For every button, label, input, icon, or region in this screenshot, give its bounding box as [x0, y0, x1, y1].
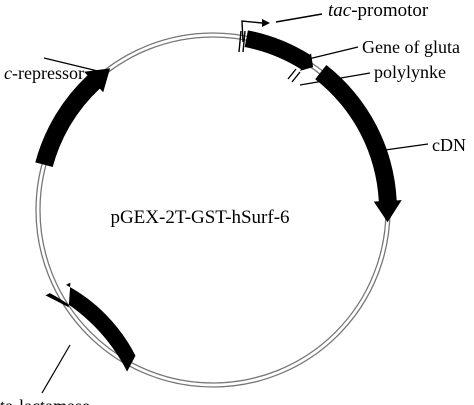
- lactamase-arc: [45, 282, 136, 372]
- cdna-label: cDN: [432, 135, 466, 155]
- plasmid-name: pGEX-2T-GST-hSurf-6: [110, 207, 289, 228]
- tac-italic: tac: [328, 0, 352, 21]
- repressor-label: c-repressor: [4, 63, 84, 83]
- tac-promoter-marker: [238, 13, 323, 53]
- repressor-rest: -repressor: [12, 63, 84, 83]
- tac-promoter-label: tac-promotor: [328, 0, 429, 21]
- callout-lines: [41, 46, 429, 394]
- gst-gene-arc: [244, 30, 314, 71]
- gst-gene-label: Gene of gluta: [362, 37, 460, 57]
- lactamase-label: ta-lactamase: [0, 396, 90, 405]
- repressor-italic: c: [4, 63, 12, 83]
- polylinker-label: polylynke: [374, 62, 446, 82]
- cdna-arc: [315, 65, 402, 223]
- tac-rest: -promotor: [351, 0, 429, 21]
- polylinker-marker: [287, 68, 301, 83]
- repressor-arc: [35, 68, 111, 167]
